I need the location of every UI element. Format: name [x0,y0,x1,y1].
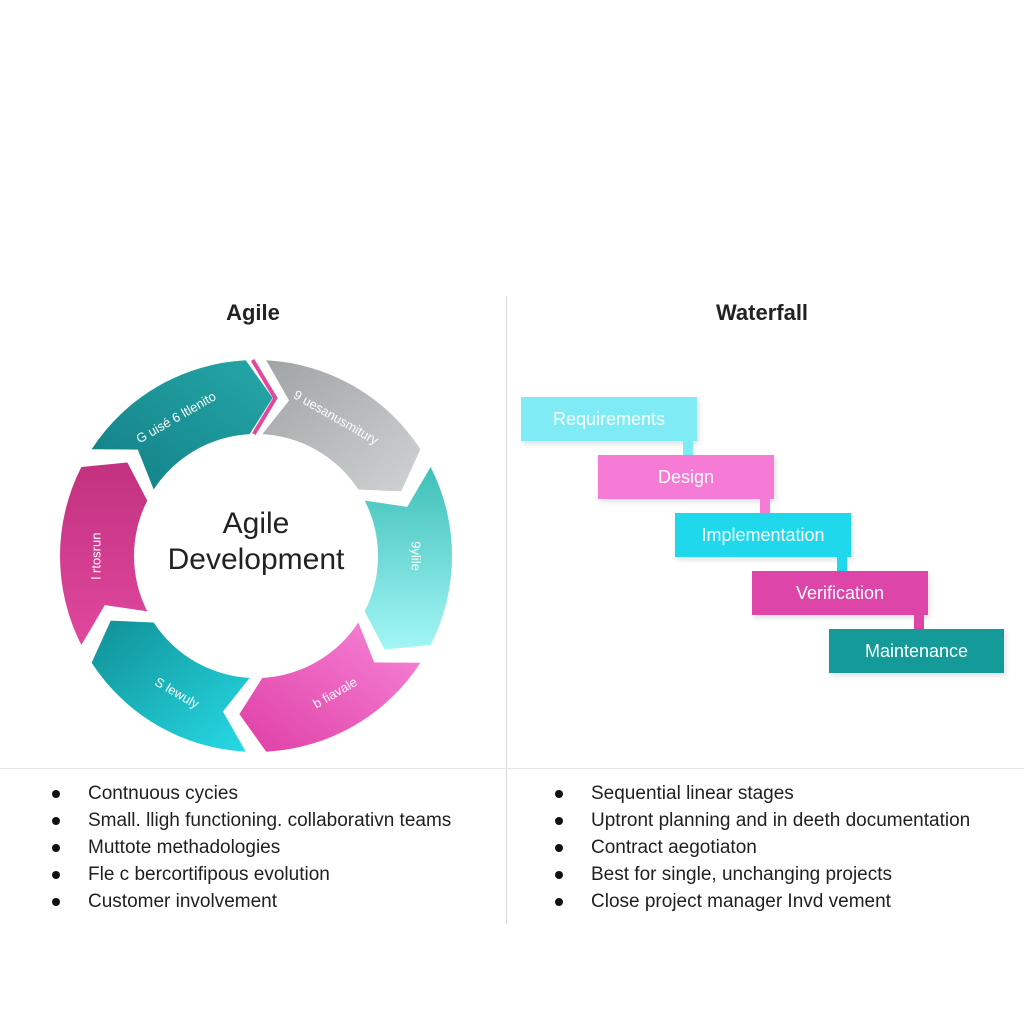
center-line-1: Agile [222,507,290,540]
section-divider [0,768,1024,769]
center-line-2: Development [167,543,345,576]
cycle-segment-label-3: 9ylile [409,541,424,571]
waterfall-title: Waterfall [715,300,809,325]
waterfall-bullet-5: Close project manager Invd vement [555,888,970,915]
agile-title: Agile [226,300,280,325]
waterfall-stage-maintenance: Maintenance [829,629,1004,673]
cycle-segment-label-6: l rtosrun [88,533,103,580]
waterfall-connector-3 [837,557,847,571]
agile-center-label: Agile Development [140,506,372,578]
waterfall-stage-implementation: Implementation [675,513,851,557]
cycle-accent-arrow [250,359,278,436]
cycle-segment-1 [91,360,273,490]
cycle-segment-3 [364,467,452,650]
agile-bullet-2: Small. lligh functioning. collaborativn … [52,807,451,834]
waterfall-stage-requirements: Requirements [521,397,697,441]
waterfall-stage-verification: Verification [752,571,928,615]
waterfall-stage-design: Design [598,455,774,499]
agile-bullet-4: Fle c bercortifipous evolution [52,861,451,888]
waterfall-connector-1 [683,441,693,455]
waterfall-bullet-4: Best for single, unchanging projects [555,861,970,888]
cycle-segment-4 [239,622,421,752]
agile-bullet-3: Muttote methadologies [52,834,451,861]
cycle-segment-5 [91,620,250,752]
waterfall-connector-4 [914,615,924,629]
column-divider [506,296,507,924]
waterfall-bullet-2: Uptront planning and in deeth documentat… [555,807,970,834]
agile-bullet-1: Contnuous cycies [52,780,451,807]
cycle-segment-6 [60,462,148,645]
agile-bullet-5: Customer involvement [52,888,451,915]
waterfall-bullet-1: Sequential linear stages [555,780,970,807]
waterfall-connector-2 [760,499,770,513]
cycle-segment-2 [262,360,421,492]
waterfall-bullet-3: Contract aegotiaton [555,834,970,861]
